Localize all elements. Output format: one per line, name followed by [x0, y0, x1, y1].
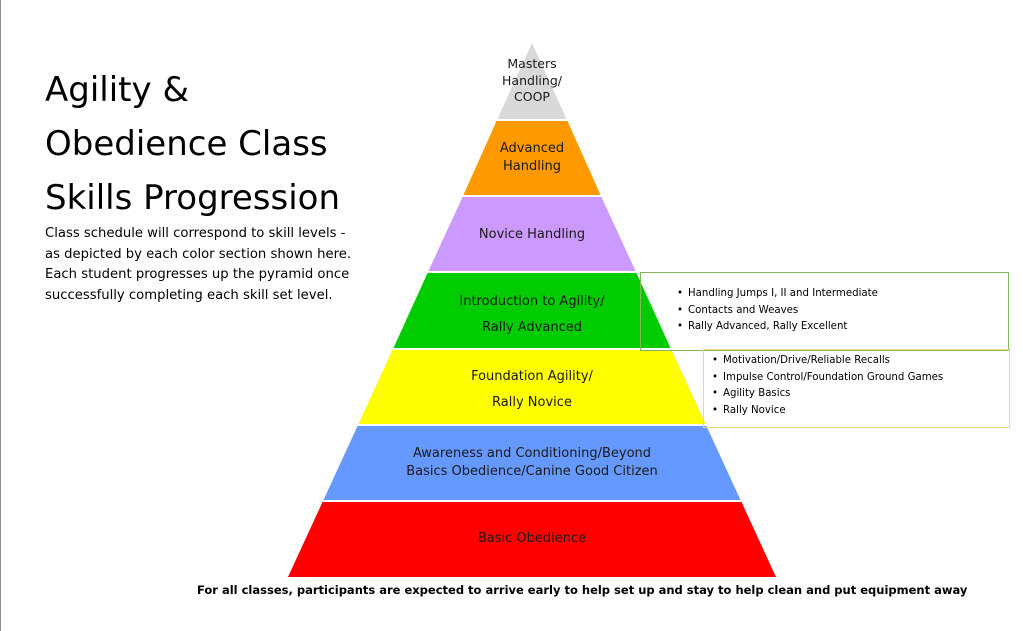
pyramid-tier-advanced-handling: [463, 120, 601, 196]
title-line: Skills Progression: [45, 178, 341, 218]
title-line: Agility &: [45, 70, 189, 110]
callout-intro-agility: Handling Jumps I, II and Intermediate Co…: [677, 286, 878, 336]
tier-label-novice-handling: Novice Handling: [478, 227, 586, 242]
description-line: Class schedule will correspond to skill …: [45, 226, 346, 241]
tier-label-intro-agility: Introduction to Agility/ Rally Advanced: [459, 294, 605, 335]
description-line: as depicted by each color section shown …: [45, 246, 352, 262]
callout-item: Rally Advanced, Rally Excellent: [677, 319, 878, 336]
pyramid-tier-novice-handling: [428, 196, 636, 272]
footer-note: For all classes, participants are expect…: [197, 583, 968, 597]
pyramid-tier-foundation-agility: [358, 349, 706, 425]
description: Class schedule will correspond to skill …: [45, 224, 375, 306]
page-title: Agility & Obedience Class Skills Progres…: [45, 63, 375, 225]
callout-box-foundation-agility: [703, 349, 1010, 428]
left-edge-line: [0, 0, 1, 631]
tier-label-basic-obedience: Basic Obedience: [477, 531, 587, 546]
callout-item: Motivation/Drive/Reliable Recalls: [712, 353, 943, 370]
tier-label-advanced-handling: Advanced Handling: [499, 141, 565, 174]
pyramid-tier-intro-agility: [393, 272, 671, 349]
pyramid-tier-awareness-conditioning: [323, 425, 741, 501]
pyramid-tier-basic-obedience: [288, 501, 776, 577]
callout-box-intro-agility: [640, 272, 1009, 351]
callout-item: Rally Novice: [712, 403, 943, 420]
callout-item: Handling Jumps I, II and Intermediate: [677, 286, 878, 303]
tier-label-awareness-conditioning: Awareness and Conditioning/Beyond Basics…: [406, 446, 658, 479]
callout-item: Agility Basics: [712, 386, 943, 403]
description-line: Each student progresses up the pyramid o…: [45, 267, 350, 282]
title-line: Obedience Class: [45, 124, 328, 164]
description-line: successfully completing each skill set l…: [45, 287, 333, 303]
tier-label-foundation-agility: Foundation Agility/ Rally Novice: [471, 369, 593, 410]
pyramid-tier-masters: [497, 43, 567, 120]
callout-item: Contacts and Weaves: [677, 303, 878, 320]
callout-item: Impulse Control/Foundation Ground Games: [712, 370, 943, 387]
tier-label-masters: Masters Handling/ COOP: [502, 56, 562, 104]
callout-foundation-agility: Motivation/Drive/Reliable Recalls Impuls…: [712, 353, 943, 419]
